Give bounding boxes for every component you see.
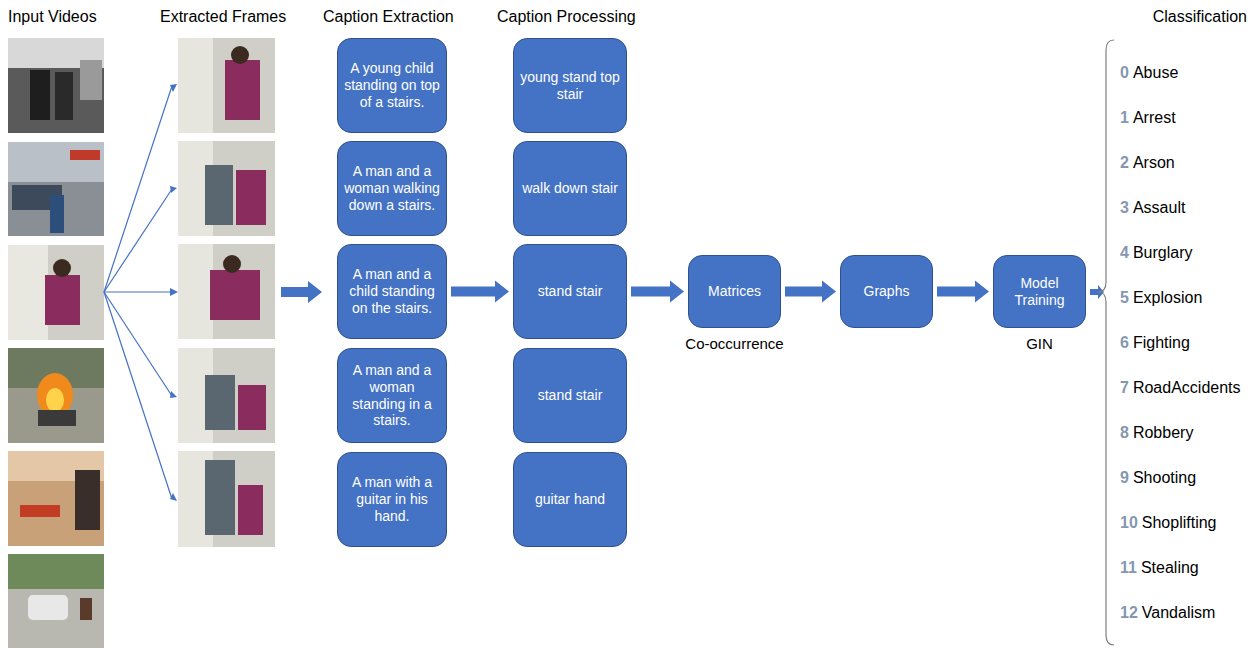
class-name: Explosion (1133, 289, 1202, 307)
box-text: stand stair (538, 387, 603, 404)
extracted-frames (178, 38, 275, 547)
column-header: Extracted Frames (160, 8, 286, 26)
caption-box: A man with a guitar in his hand. (337, 452, 447, 547)
column-header: Input Videos (8, 8, 97, 26)
class-row: 5Explosion (1120, 289, 1202, 307)
class-number: 10 (1120, 514, 1138, 532)
class-bracket (1098, 40, 1114, 645)
process-box: Model TrainingGIN (993, 255, 1086, 328)
class-name: Robbery (1133, 424, 1193, 442)
class-name: Arrest (1133, 109, 1176, 127)
processed-caption-box: walk down stair (513, 141, 627, 236)
class-row: 2Arson (1120, 154, 1175, 172)
class-number: 3 (1120, 199, 1129, 217)
block-arrow (937, 281, 989, 303)
class-number: 5 (1120, 289, 1129, 307)
class-name: Shooting (1133, 469, 1196, 487)
caption-box: A man and a child standing on the stairs… (337, 244, 447, 339)
class-number: 8 (1120, 424, 1129, 442)
box-text: guitar hand (535, 491, 605, 508)
column-header: Classification (1153, 8, 1247, 26)
class-number: 6 (1120, 334, 1129, 352)
class-number: 4 (1120, 244, 1129, 262)
arrow-shape (785, 281, 836, 303)
column-header: Caption Processing (497, 8, 636, 26)
class-number: 12 (1120, 604, 1138, 622)
class-name: Abuse (1133, 64, 1178, 82)
processed-caption-box: stand stair (513, 348, 627, 443)
box-text: A man with a guitar in his hand. (344, 474, 440, 524)
box-text: stand stair (538, 283, 603, 300)
class-row: 8Robbery (1120, 424, 1193, 442)
class-name: RoadAccidents (1133, 379, 1241, 397)
box-text: Graphs (864, 283, 910, 300)
class-row: 1Arrest (1120, 109, 1176, 127)
class-row: 6Fighting (1120, 334, 1190, 352)
fanout-arrows (104, 84, 178, 501)
box-text: A man and a woman walking down a stairs. (344, 163, 440, 213)
caption-box: A man and a woman walking down a stairs. (337, 141, 447, 236)
class-row: 9Shooting (1120, 469, 1196, 487)
class-name: Assault (1133, 199, 1185, 217)
box-text: Matrices (708, 283, 761, 300)
box-text: Model Training (1000, 275, 1079, 309)
block-arrow (631, 281, 684, 303)
process-box: MatricesCo-occurrence (688, 255, 781, 328)
box-text: walk down stair (522, 180, 618, 197)
class-row: 4Burglary (1120, 244, 1192, 262)
class-number: 9 (1120, 469, 1129, 487)
arrow-shape (937, 281, 989, 303)
box-text: A young child standing on top of a stair… (344, 60, 440, 110)
class-row: 7RoadAccidents (1120, 379, 1241, 397)
class-number: 0 (1120, 64, 1129, 82)
box-text: A man and a child standing on the stairs… (344, 266, 440, 316)
arrow-shape (451, 281, 509, 303)
processed-caption-box: guitar hand (513, 452, 627, 547)
block-arrow (785, 281, 836, 303)
arrow-shape (631, 281, 684, 303)
class-row: 3Assault (1120, 199, 1185, 217)
box-text: young stand top stair (520, 69, 620, 103)
box-caption: GIN (1026, 335, 1053, 353)
class-name: Arson (1133, 154, 1175, 172)
class-name: Burglary (1133, 244, 1193, 262)
class-number: 11 (1120, 559, 1137, 577)
process-box: Graphs (840, 255, 933, 328)
caption-box: A man and a woman standing in a stairs. (337, 348, 447, 443)
class-number: 1 (1120, 109, 1129, 127)
class-name: Fighting (1133, 334, 1190, 352)
box-caption: Co-occurrence (685, 335, 783, 353)
caption-box: A young child standing on top of a stair… (337, 38, 447, 133)
box-text: A man and a woman standing in a stairs. (344, 362, 440, 429)
class-name: Stealing (1141, 559, 1199, 577)
class-number: 2 (1120, 154, 1129, 172)
processed-caption-box: stand stair (513, 244, 627, 339)
class-row: 12Vandalism (1120, 604, 1215, 622)
class-name: Shoplifting (1142, 514, 1217, 532)
class-name: Vandalism (1142, 604, 1216, 622)
video-thumbnails (8, 38, 104, 648)
processed-caption-box: young stand top stair (513, 38, 627, 133)
class-row: 0Abuse (1120, 64, 1178, 82)
block-arrow (451, 281, 509, 303)
class-number: 7 (1120, 379, 1129, 397)
class-row: 11Stealing (1120, 559, 1199, 577)
column-header: Caption Extraction (323, 8, 454, 26)
class-row: 10Shoplifting (1120, 514, 1217, 532)
